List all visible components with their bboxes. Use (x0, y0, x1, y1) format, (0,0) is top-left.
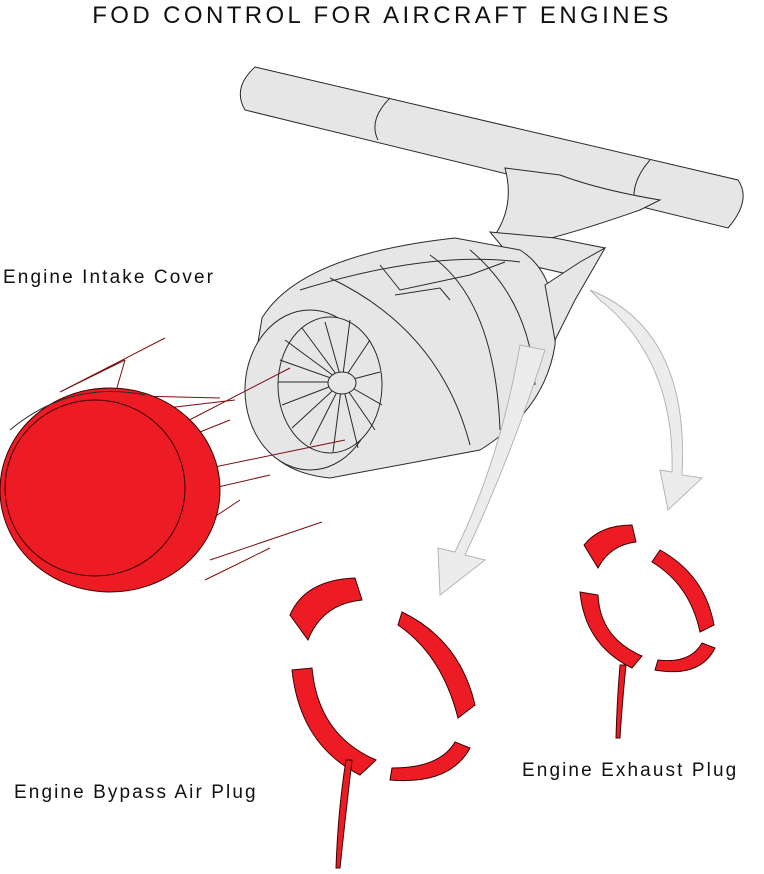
engine-exhaust-plug (579, 524, 716, 739)
arrow-to-exhaust-plug (589, 289, 704, 511)
label-engine-intake-cover: Engine Intake Cover (3, 267, 216, 288)
engine-intake-cover (0, 337, 346, 593)
aircraft-wing (239, 66, 744, 229)
engine-nacelle (244, 237, 607, 479)
label-engine-exhaust-plug: Engine Exhaust Plug (522, 760, 739, 781)
fan-blades (278, 319, 383, 453)
diagram-title: FOD CONTROL FOR AIRCRAFT ENGINES (92, 2, 672, 29)
arrow-to-bypass-plug (437, 344, 546, 596)
engine-bypass-air-plug (289, 577, 476, 869)
label-engine-bypass-air-plug: Engine Bypass Air Plug (14, 782, 258, 803)
